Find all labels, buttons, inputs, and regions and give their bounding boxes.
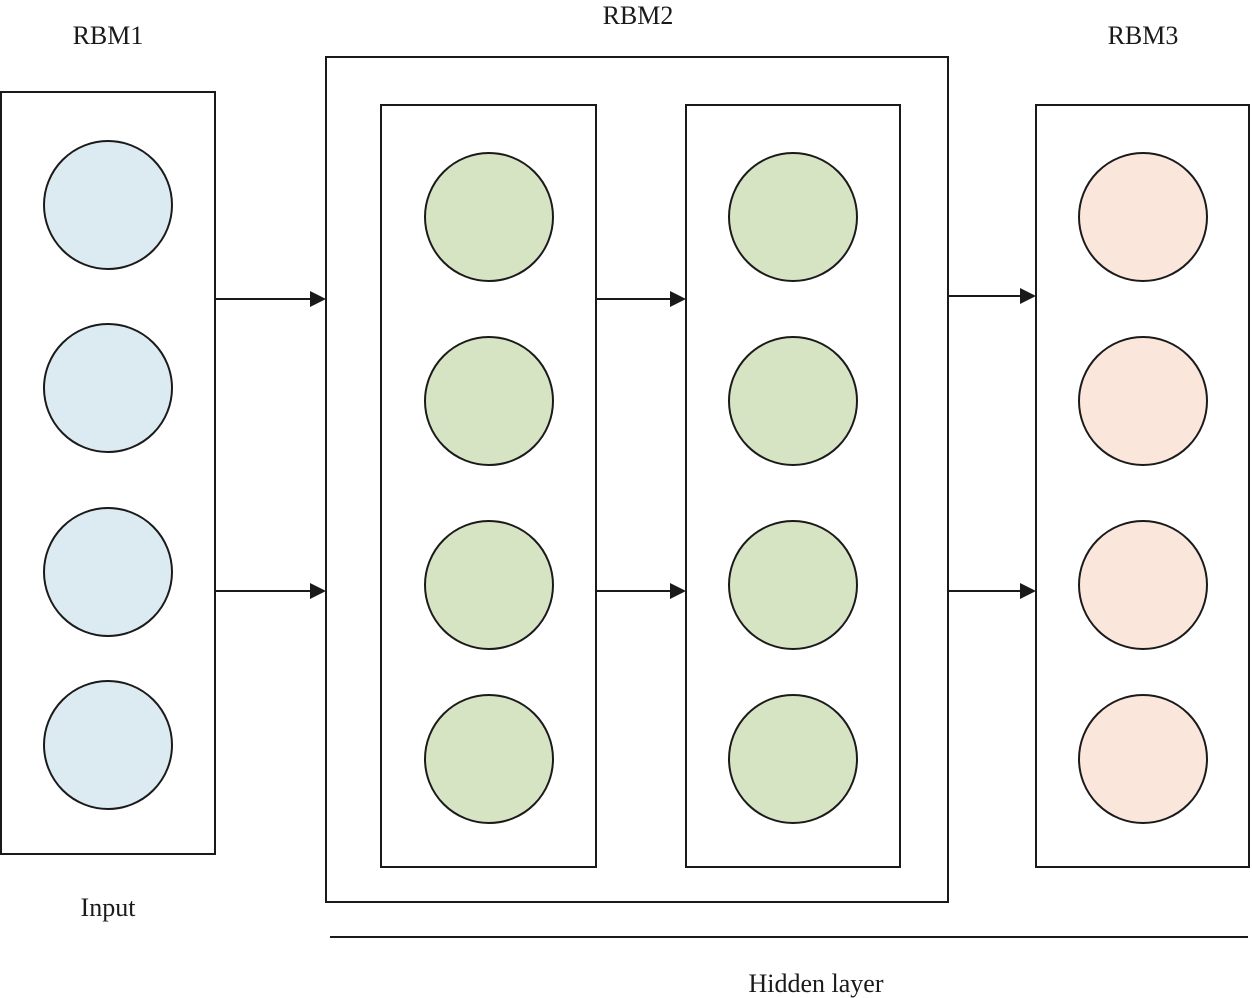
input-label: Input (81, 893, 137, 922)
input-node (43, 680, 173, 810)
input-node (43, 140, 173, 270)
output-node (1078, 336, 1208, 466)
hidden-node (728, 152, 858, 282)
arrow (215, 583, 326, 599)
hidden-node (728, 694, 858, 824)
hidden-node (424, 336, 554, 466)
rbm2-layer-1-box (380, 104, 597, 868)
arrow (948, 583, 1036, 599)
rbm1-title: RBM1 (73, 21, 144, 50)
arrow (596, 583, 686, 599)
rbm3-box (1035, 104, 1250, 868)
arrow (948, 288, 1036, 304)
input-node (43, 323, 173, 453)
rbm3-title: RBM3 (1108, 21, 1179, 50)
rbm1-box (0, 91, 216, 855)
output-node (1078, 520, 1208, 650)
rbm2-layer-2-box (685, 104, 901, 868)
rbm2-outer-box (325, 56, 949, 903)
arrow (215, 291, 326, 307)
hidden-node (424, 520, 554, 650)
input-node (43, 507, 173, 637)
hidden-node (424, 694, 554, 824)
rbm2-title: RBM2 (603, 1, 674, 30)
output-node (1078, 694, 1208, 824)
hidden-layer-label: Hidden layer (748, 969, 883, 998)
hidden-node (728, 520, 858, 650)
arrow (596, 291, 686, 307)
hidden-node (728, 336, 858, 466)
hidden-node (424, 152, 554, 282)
output-node (1078, 152, 1208, 282)
